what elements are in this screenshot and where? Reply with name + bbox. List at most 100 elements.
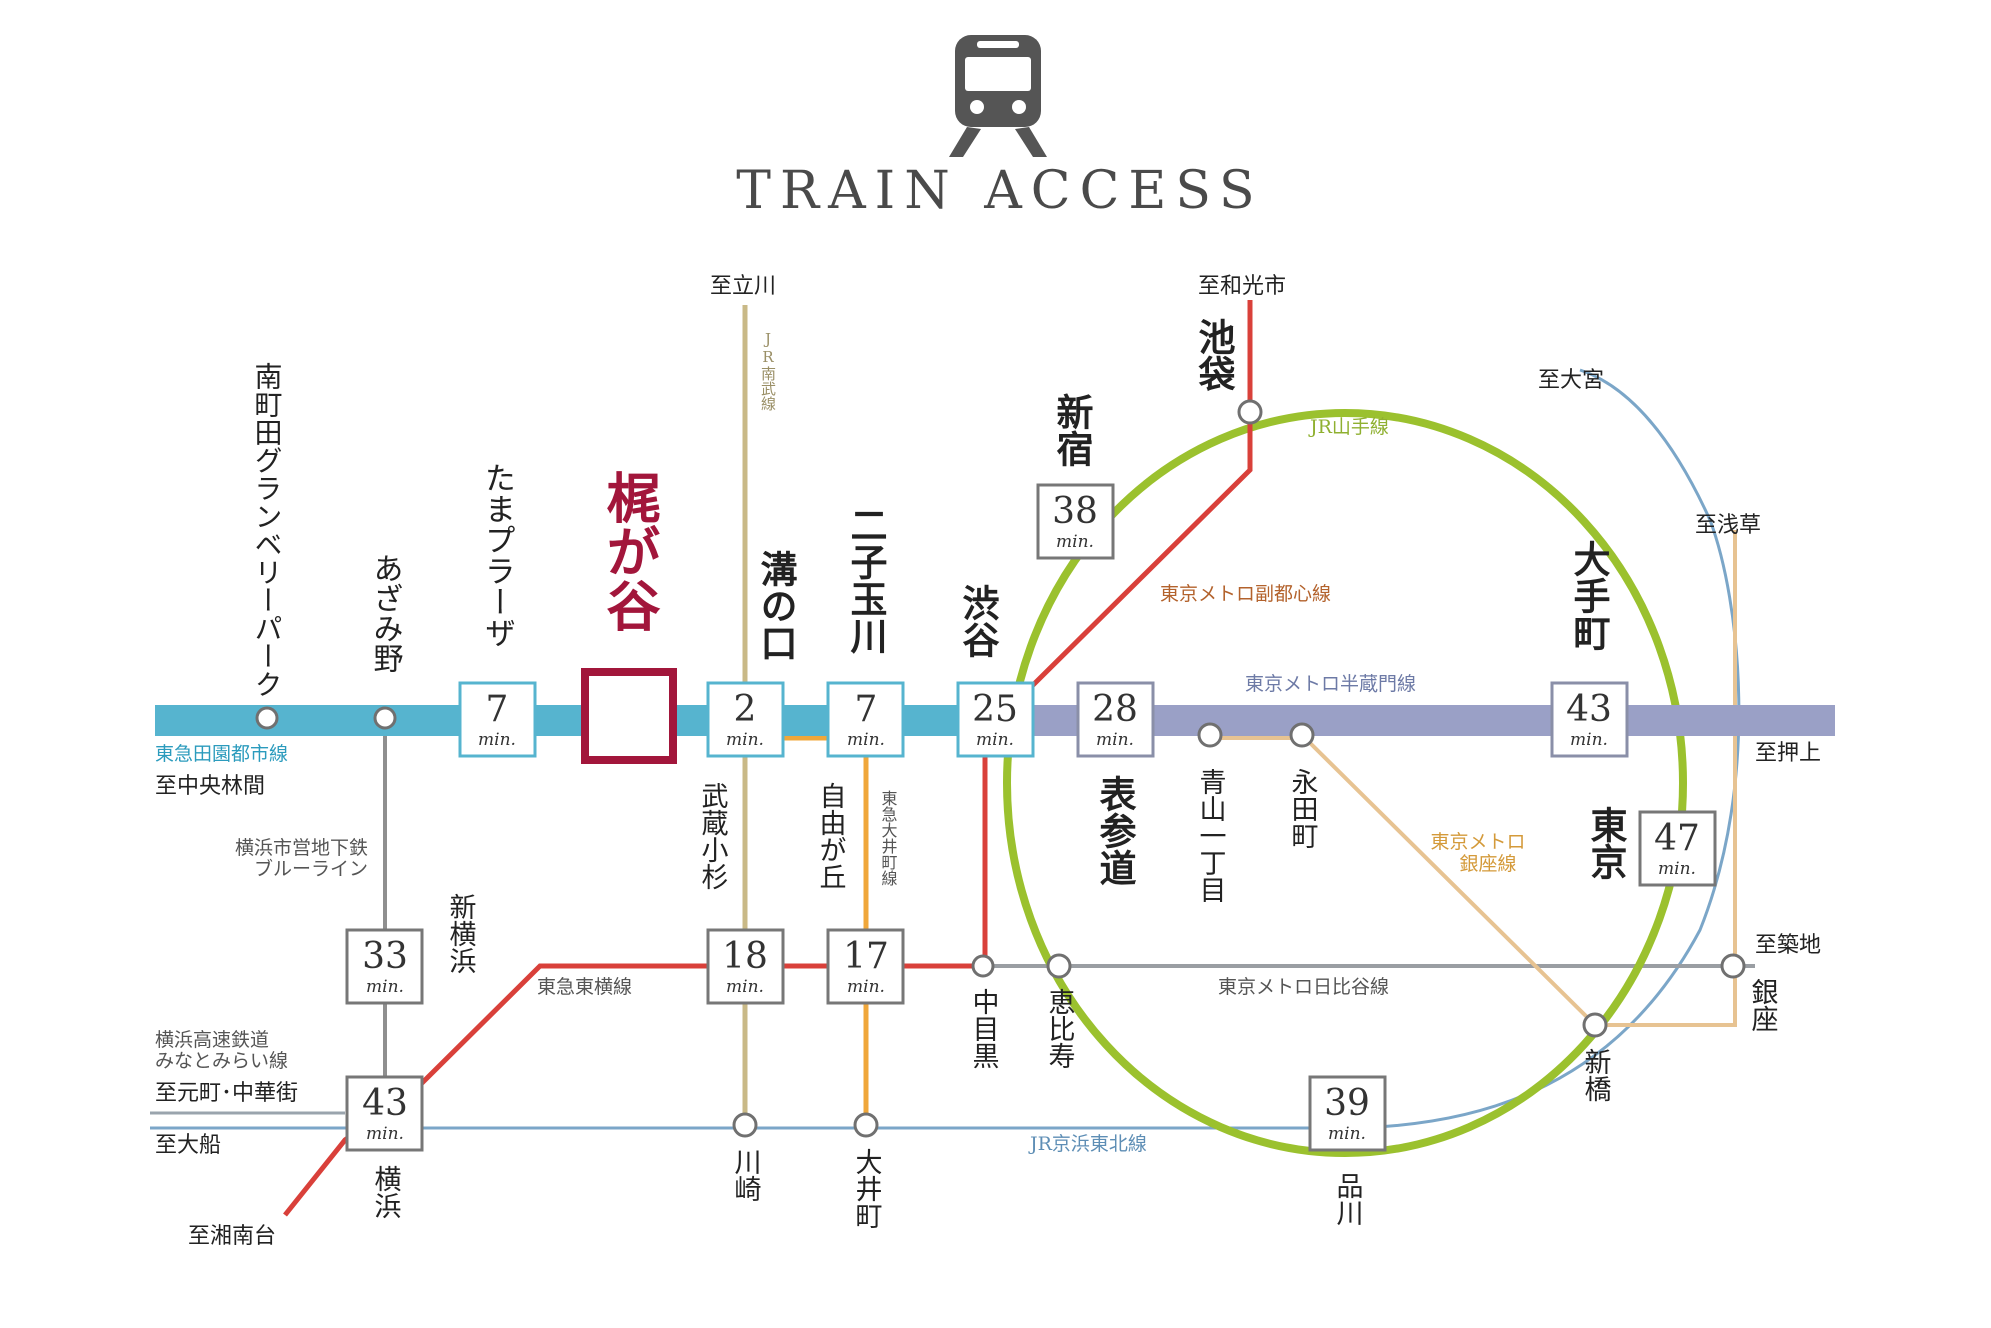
svg-text:25: 25	[972, 689, 1018, 730]
svg-text:min.: min.	[478, 730, 516, 750]
direction-asakusa: 至浅草	[1695, 513, 1761, 538]
station-label-nagatacho: 永田町	[1287, 768, 1319, 849]
svg-text:min.: min.	[1056, 532, 1094, 552]
page-title: TRAIN ACCESS	[736, 161, 1263, 221]
station-label-ginza: 銀座	[1747, 978, 1779, 1032]
toyoko-line	[283, 755, 988, 1217]
line-label-denentoshi: 東急田園都市線	[155, 743, 288, 765]
direction-tachikawa: 至立川	[710, 274, 776, 299]
time-box-shinyokohama: 33 min.	[345, 928, 424, 1005]
station-node-shimbashi	[1582, 1012, 1608, 1038]
station-label-minamimachida: 南町田グランベリーパーク	[251, 362, 284, 698]
svg-text:18: 18	[722, 936, 768, 977]
time-box-futakotamagawa: 7 min.	[826, 681, 905, 758]
svg-text:17: 17	[843, 936, 889, 977]
station-label-musashikosugi: 武蔵小杉	[697, 782, 729, 890]
station-label-shinjuku: 新宿	[1050, 393, 1094, 467]
station-node-ebisu	[1046, 953, 1072, 979]
svg-text:min.: min.	[726, 977, 764, 997]
home-station-label: 梶が谷	[597, 470, 661, 632]
station-label-otemachi: 大手町	[1567, 540, 1611, 651]
line-label-yamanote: JR山手線	[1308, 416, 1389, 438]
station-label-yokohama: 横浜	[370, 1165, 402, 1219]
direction-motomachi: 至元町･中華街	[155, 1081, 298, 1106]
station-label-shinyokohama: 新横浜	[445, 893, 477, 974]
svg-text:min.: min.	[1658, 859, 1696, 879]
svg-text:39: 39	[1324, 1083, 1370, 1124]
line-label-hanzomon: 東京メトロ半蔵門線	[1245, 673, 1416, 695]
line-label-nambu: JR南武線	[759, 330, 777, 411]
station-node-nagatacho	[1289, 722, 1315, 748]
station-node-oimachi	[853, 1112, 879, 1138]
fukutoshin-line	[1028, 300, 1253, 690]
station-label-jiyugaoka: 自由が丘	[815, 782, 846, 890]
line-label-ginza-2: 銀座線	[1459, 853, 1516, 875]
direction-shonandai: 至湘南台	[188, 1224, 276, 1249]
station-label-aoyamaitchome: 青山一丁目	[1195, 768, 1226, 903]
station-node-ikebukuro	[1237, 399, 1263, 425]
station-label-futakotamagawa: 二子玉川	[844, 506, 888, 654]
line-label-toyoko: 東急東横線	[537, 976, 632, 998]
svg-text:43: 43	[362, 1083, 408, 1124]
direction-chuorinkan: 至中央林間	[155, 774, 265, 799]
line-label-keihin: JR京浜東北線	[1028, 1133, 1147, 1155]
time-box-omotesando: 28 min.	[1076, 681, 1155, 758]
line-label-oimachi: 東急大井町線	[879, 790, 898, 886]
direction-tsukiji: 至築地	[1755, 933, 1821, 958]
line-label-minatomirai-2: みなとみらい線	[155, 1050, 288, 1072]
direction-omiya: 至大宮	[1538, 368, 1604, 393]
keihin-line	[150, 368, 1741, 1130]
station-label-ikebukuro: 池袋	[1192, 318, 1237, 392]
line-label-ginza-1: 東京メトロ	[1430, 831, 1525, 853]
svg-text:43: 43	[1566, 689, 1612, 730]
direction-ofuna: 至大船	[155, 1133, 221, 1158]
svg-text:min.: min.	[366, 1124, 404, 1144]
svg-text:min.: min.	[1328, 1124, 1366, 1144]
station-node-kawasaki	[732, 1112, 758, 1138]
station-label-mizonokuchi: 溝の口	[754, 550, 798, 661]
line-label-fukutoshin: 東京メトロ副都心線	[1160, 583, 1331, 605]
station-label-shimbashi: 新橋	[1580, 1048, 1612, 1102]
time-box-jiyugaoka: 17 min.	[826, 928, 905, 1005]
svg-text:7: 7	[855, 689, 878, 730]
time-box-tokyo: 47 min.	[1638, 810, 1717, 887]
svg-text:7: 7	[486, 689, 509, 730]
svg-text:min.: min.	[1570, 730, 1608, 750]
time-box-otemachi: 43 min.	[1550, 681, 1629, 758]
time-box-musashikosugi: 18 min.	[706, 928, 785, 1005]
svg-text:min.: min.	[976, 730, 1014, 750]
station-label-shibuya: 渋谷	[956, 584, 1000, 658]
svg-text:min.: min.	[1096, 730, 1134, 750]
time-box-tamaplaza: 7 min.	[458, 681, 537, 758]
yamanote-line	[1003, 409, 1687, 1157]
station-label-kawasaki: 川崎	[730, 1148, 762, 1202]
time-box-shinagawa: 39 min.	[1308, 1075, 1387, 1152]
svg-text:min.: min.	[847, 730, 885, 750]
time-box-mizonokuchi: 2 min.	[706, 681, 785, 758]
station-node-azamino	[373, 706, 397, 730]
station-label-tamaplaza: たまプラーザ	[479, 462, 515, 648]
direction-oshiage: 至押上	[1755, 741, 1821, 766]
station-label-omotesando: 表参道	[1093, 775, 1137, 886]
time-box-yokohama: 43 min.	[345, 1075, 424, 1152]
line-label-minatomirai-1: 横浜高速鉄道	[155, 1029, 269, 1051]
station-label-nakameguro: 中目黒	[968, 988, 999, 1069]
svg-text:38: 38	[1052, 491, 1098, 532]
direction-wakoshi: 至和光市	[1198, 274, 1286, 299]
svg-text:min.: min.	[847, 977, 885, 997]
svg-text:min.: min.	[726, 730, 764, 750]
station-label-shinagawa: 品川	[1332, 1172, 1364, 1226]
station-node-aoyamaitchome	[1197, 722, 1223, 748]
time-box-shibuya: 25 min.	[956, 681, 1035, 758]
home-station-marker	[581, 668, 677, 764]
svg-text:min.: min.	[366, 977, 404, 997]
station-node-nakameguro	[971, 954, 995, 978]
station-label-azamino: あざみ野	[368, 553, 403, 673]
svg-text:33: 33	[362, 936, 408, 977]
line-label-blueline-1: 横浜市営地下鉄	[235, 837, 368, 859]
station-node-minamimachida	[255, 706, 279, 730]
station-label-ebisu: 恵比寿	[1044, 988, 1075, 1069]
svg-text:28: 28	[1092, 689, 1138, 730]
line-label-hibiya: 東京メトロ日比谷線	[1218, 976, 1389, 998]
